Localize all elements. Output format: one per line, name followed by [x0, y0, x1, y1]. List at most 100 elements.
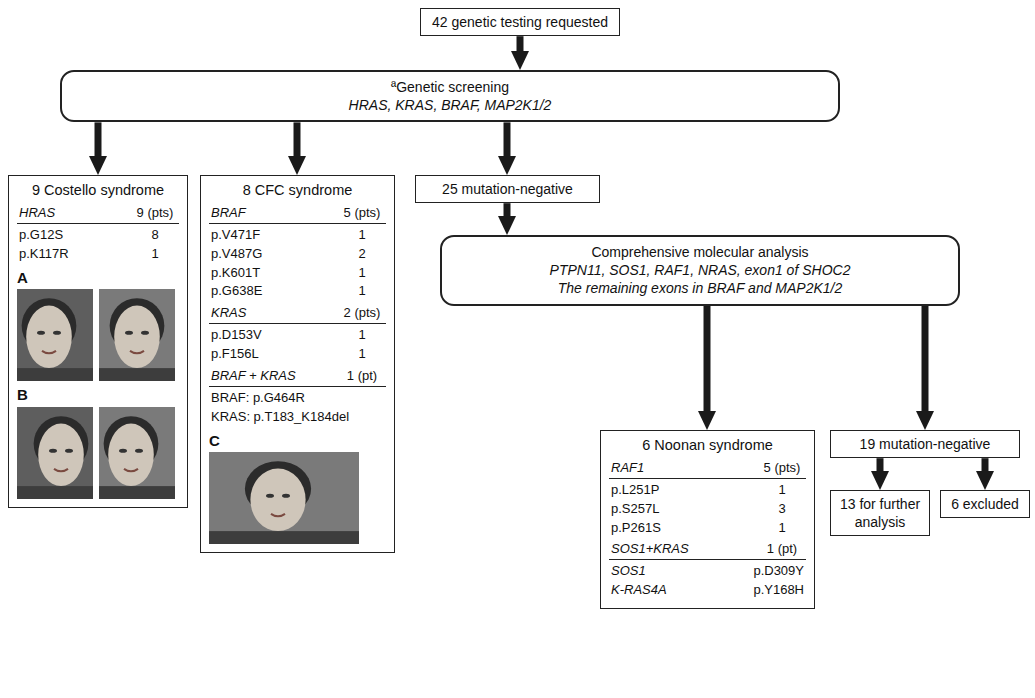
table-cell: SOS1+KRAS: [611, 541, 689, 558]
table-row: SOS1+KRAS 1 (pt): [609, 540, 806, 560]
box-title: 13 for further analysis: [839, 495, 921, 531]
photo-row: [17, 407, 179, 499]
panel-letter: C: [209, 431, 386, 451]
table-cell: p.F156L: [211, 346, 259, 363]
table-cell: p.V471F: [211, 227, 260, 244]
table-cell: p.G638E: [211, 283, 262, 300]
table-cell: p.Y168H: [753, 582, 804, 599]
count-box: 19 mutation-negative: [830, 430, 1020, 458]
count-box: 42 genetic testing requested: [420, 8, 620, 36]
table-row: p.S257L 3: [609, 500, 806, 519]
table-cell: K-RAS4A: [611, 582, 667, 599]
box-title: Comprehensive molecular analysis: [454, 243, 946, 261]
box-title: 6 Noonan syndrome: [609, 436, 806, 455]
table-cell: RAF1: [611, 460, 644, 477]
table-cell: KRAS: p.T183_K184del: [211, 409, 349, 426]
flow-arrow: [922, 306, 929, 411]
table-cell: p.D153V: [211, 327, 262, 344]
table-row: BRAF + KRAS 1 (pt): [209, 367, 386, 387]
flow-arrow: [517, 36, 524, 51]
count-box: 13 for further analysis: [830, 490, 930, 536]
table-cell: 1: [760, 482, 804, 499]
table-cell: 1: [340, 265, 384, 282]
table-row: KRAS: p.T183_K184del: [209, 408, 386, 427]
table-row: p.K601T 1: [209, 264, 386, 283]
table-cell: 5 (pts): [340, 205, 384, 222]
box-title: 25 mutation-negative: [424, 180, 591, 198]
patient-photo: [99, 289, 175, 381]
box-detail: HRAS, KRAS, BRAF, MAP2K1/2: [74, 96, 826, 114]
table-row: p.G638E 1: [209, 282, 386, 301]
table-cell: 1: [340, 227, 384, 244]
process-box: ªGenetic screeningHRAS, KRAS, BRAF, MAP2…: [60, 70, 840, 122]
flow-arrow: [877, 458, 884, 471]
table-cell: 1: [340, 346, 384, 363]
table-cell: BRAF: p.G464R: [211, 390, 305, 407]
table-row: p.K117R 1: [17, 245, 179, 264]
table-cell: p.S257L: [611, 501, 659, 518]
patient-photo: [17, 289, 93, 381]
photo-row: [17, 289, 179, 381]
table-cell: SOS1: [611, 563, 646, 580]
table-cell: p.L251P: [611, 482, 659, 499]
table-cell: p.P261S: [611, 520, 661, 537]
flow-arrow: [704, 306, 711, 411]
count-box: 6 excluded: [940, 490, 1030, 518]
result-box: 6 Noonan syndromeRAF15 (pts)p.L251P1p.S2…: [600, 430, 815, 609]
flow-arrow: [504, 122, 511, 156]
panel-letter: A: [17, 268, 179, 288]
table-cell: 1 (pt): [760, 541, 804, 558]
result-box: 8 CFC syndromeBRAF5 (pts)p.V471F1p.V487G…: [200, 175, 395, 553]
box-title: 19 mutation-negative: [839, 435, 1011, 453]
flow-arrow: [982, 458, 989, 471]
table-cell: p.D309Y: [753, 563, 804, 580]
table-cell: BRAF: [211, 205, 246, 222]
flow-arrow: [294, 122, 301, 156]
table-cell: 2: [340, 246, 384, 263]
count-box: 25 mutation-negative: [415, 175, 600, 203]
table-cell: 3: [760, 501, 804, 518]
table-cell: 1 (pt): [340, 368, 384, 385]
table-cell: HRAS: [19, 205, 55, 222]
panel-letter: B: [17, 385, 179, 405]
table-cell: p.G12S: [19, 227, 63, 244]
box-detail: The remaining exons in BRAF and MAP2K1/2: [454, 279, 946, 297]
process-box: Comprehensive molecular analysisPTPN11, …: [440, 235, 960, 306]
flow-arrow: [504, 203, 511, 216]
table-cell: BRAF + KRAS: [211, 368, 296, 385]
table-row: p.P261S 1: [609, 519, 806, 538]
table-cell: 1: [760, 520, 804, 537]
table-row: p.V487G 2: [209, 245, 386, 264]
table-cell: 9 (pts): [133, 205, 177, 222]
table-cell: 1: [340, 283, 384, 300]
table-cell: 1: [133, 246, 177, 263]
table-cell: p.V487G: [211, 246, 262, 263]
table-cell: KRAS: [211, 305, 246, 322]
table-row: BRAF 5 (pts): [209, 204, 386, 224]
table-row: RAF1 5 (pts): [609, 459, 806, 479]
table-cell: 5 (pts): [760, 460, 804, 477]
table-row: BRAF: p.G464R: [209, 389, 386, 408]
box-detail: PTPN11, SOS1, RAF1, NRAS, exon1 of SHOC2: [454, 261, 946, 279]
result-box: 9 Costello syndromeHRAS 9 (pts) p.G12S8p.K…: [8, 175, 188, 508]
table-cell: 2 (pts): [340, 305, 384, 322]
table-row: p.G12S8: [17, 226, 179, 245]
table-cell: p.K117R: [19, 246, 69, 263]
box-title: 6 excluded: [949, 495, 1021, 513]
flow-arrow: [95, 122, 102, 156]
box-title: 9 Costello syndrome: [17, 181, 179, 200]
patient-photo: [209, 452, 359, 544]
table-row: KRAS 2 (pts): [209, 304, 386, 324]
table-cell: 1: [340, 327, 384, 344]
table-row: K-RAS4A p.Y168H: [609, 581, 806, 600]
photo-row: [209, 452, 386, 544]
box-title: 42 genetic testing requested: [429, 13, 611, 31]
table-cell: p.K601T: [211, 265, 260, 282]
table-row: SOS1 p.D309Y: [609, 562, 806, 581]
table-row: p.V471F 1: [209, 226, 386, 245]
table-row: p.L251P 1: [609, 481, 806, 500]
patient-photo: [17, 407, 93, 499]
table-row: p.F156L 1: [209, 345, 386, 364]
table-row: p.D153V 1: [209, 326, 386, 345]
box-title: ªGenetic screening: [74, 78, 826, 96]
